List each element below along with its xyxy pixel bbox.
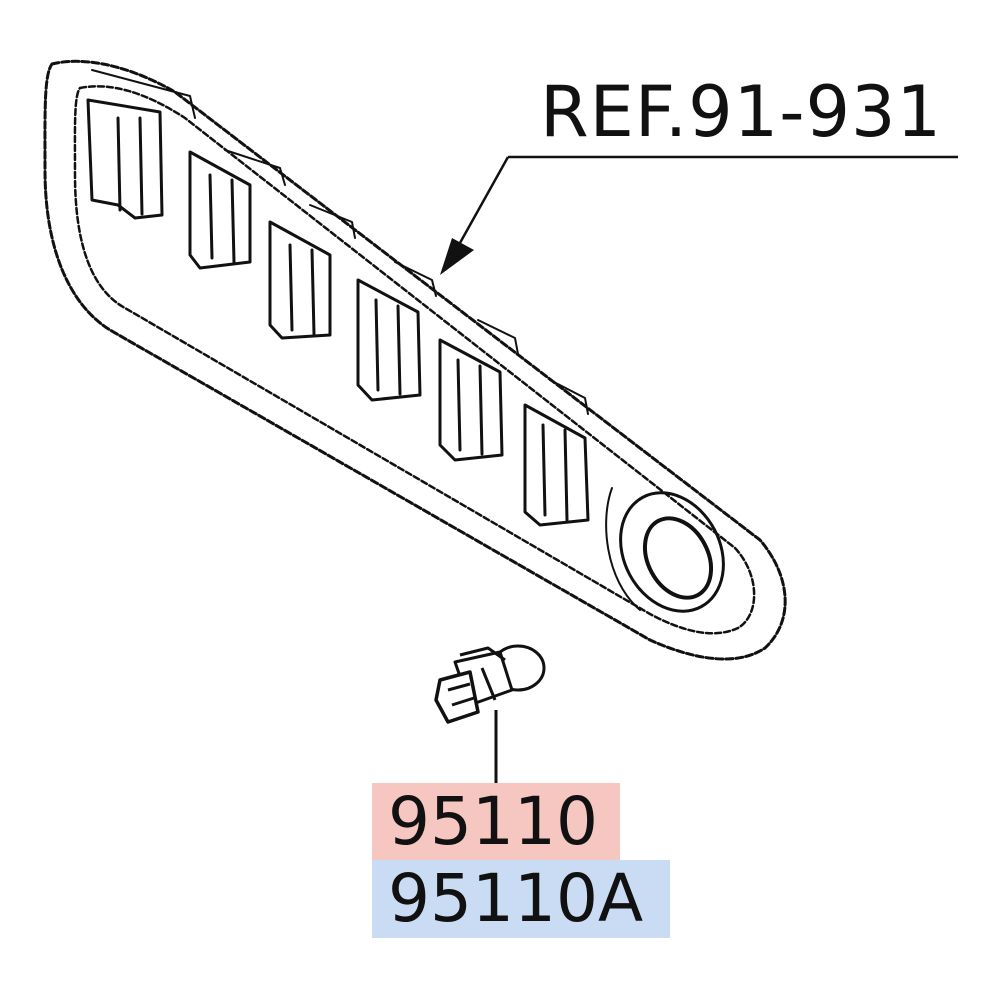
- reference-leader-line: [444, 155, 958, 269]
- reference-arrow-icon: [440, 238, 474, 275]
- reference-label[interactable]: REF.91-931: [540, 71, 943, 153]
- vent-grille-panel-icon: [43, 59, 787, 661]
- part-number-95110[interactable]: 95110: [372, 783, 620, 861]
- bulb-socket-icon: [434, 644, 546, 724]
- part-number-95110a[interactable]: 95110A: [372, 860, 670, 938]
